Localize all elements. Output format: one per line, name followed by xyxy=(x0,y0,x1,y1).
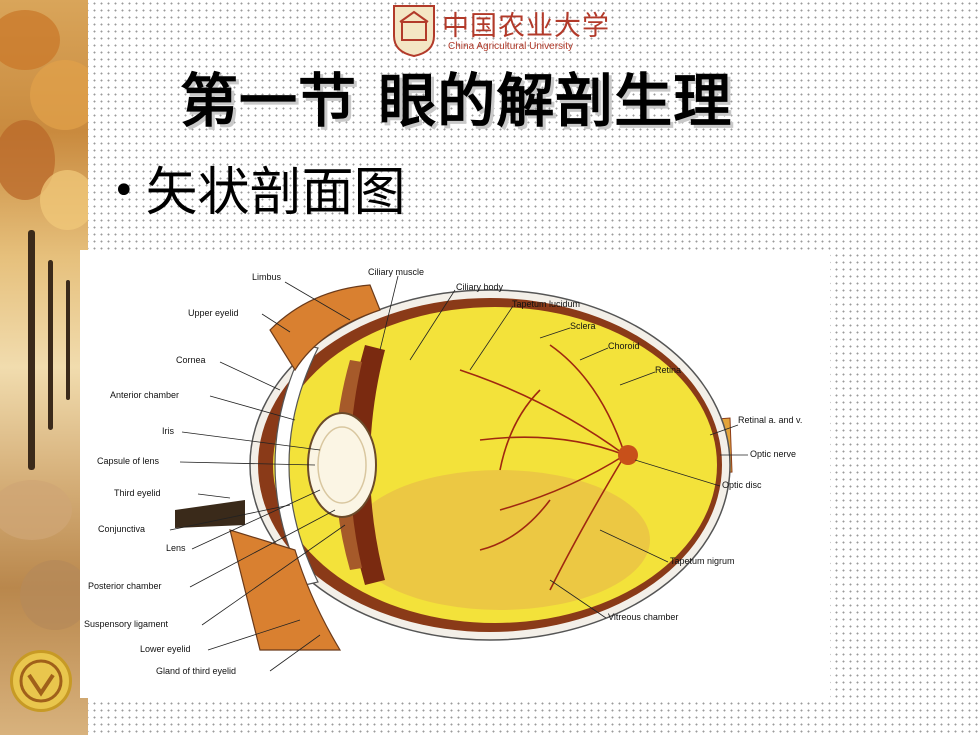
label-third-eyelid: Third eyelid xyxy=(114,488,161,498)
label-iris: Iris xyxy=(162,426,174,436)
label-anterior-chamber: Anterior chamber xyxy=(110,390,179,400)
label-optic-nerve: Optic nerve xyxy=(750,449,796,459)
label-retina: Retina xyxy=(655,365,681,375)
side-emblem-logo xyxy=(10,650,72,712)
label-ciliary-muscle: Ciliary muscle xyxy=(368,267,424,277)
university-emblem-icon xyxy=(393,5,435,58)
label-gland-of-third-eyelid: Gland of third eyelid xyxy=(156,666,236,676)
label-conjunctiva: Conjunctiva xyxy=(98,524,145,534)
label-suspensory-ligament: Suspensory ligament xyxy=(84,619,169,629)
slide-title: 第一节 眼的解剖生理 xyxy=(180,67,733,135)
autumn-tree-strip xyxy=(0,0,88,735)
university-name-en: China Agricultural University xyxy=(448,41,574,52)
label-choroid: Choroid xyxy=(608,341,640,351)
bullet-item: •矢状剖面图 xyxy=(112,150,406,225)
label-cornea: Cornea xyxy=(176,355,206,365)
label-vitreous-chamber: Vitreous chamber xyxy=(608,612,678,622)
label-tapetum-lucidum: Tapetum lucidum xyxy=(512,299,580,309)
label-capsule-of-lens: Capsule of lens xyxy=(97,456,160,466)
label-tapetum-nigrum: Tapetum nigrum xyxy=(670,556,735,566)
label-limbus: Limbus xyxy=(252,272,282,282)
bullet-dot-icon: • xyxy=(112,167,136,214)
label-sclera: Sclera xyxy=(570,321,596,331)
university-name-cn: 中国农业大学 xyxy=(442,11,610,42)
label-ciliary-body: Ciliary body xyxy=(456,282,504,292)
label-posterior-chamber: Posterior chamber xyxy=(88,581,162,591)
label-optic-disc: Optic disc xyxy=(722,480,762,490)
bullet-text: 矢状剖面图 xyxy=(145,163,406,223)
label-upper-eyelid: Upper eyelid xyxy=(188,308,239,318)
university-logo: 中国农业大学 China Agricultural University xyxy=(390,2,609,60)
label-lower-eyelid: Lower eyelid xyxy=(140,644,191,654)
eye-sagittal-diagram: Limbus Ciliary muscle Ciliary body Tapet… xyxy=(80,250,830,698)
label-retinal-a-and-v: Retinal a. and v. xyxy=(738,415,802,425)
label-lens: Lens xyxy=(166,543,186,553)
